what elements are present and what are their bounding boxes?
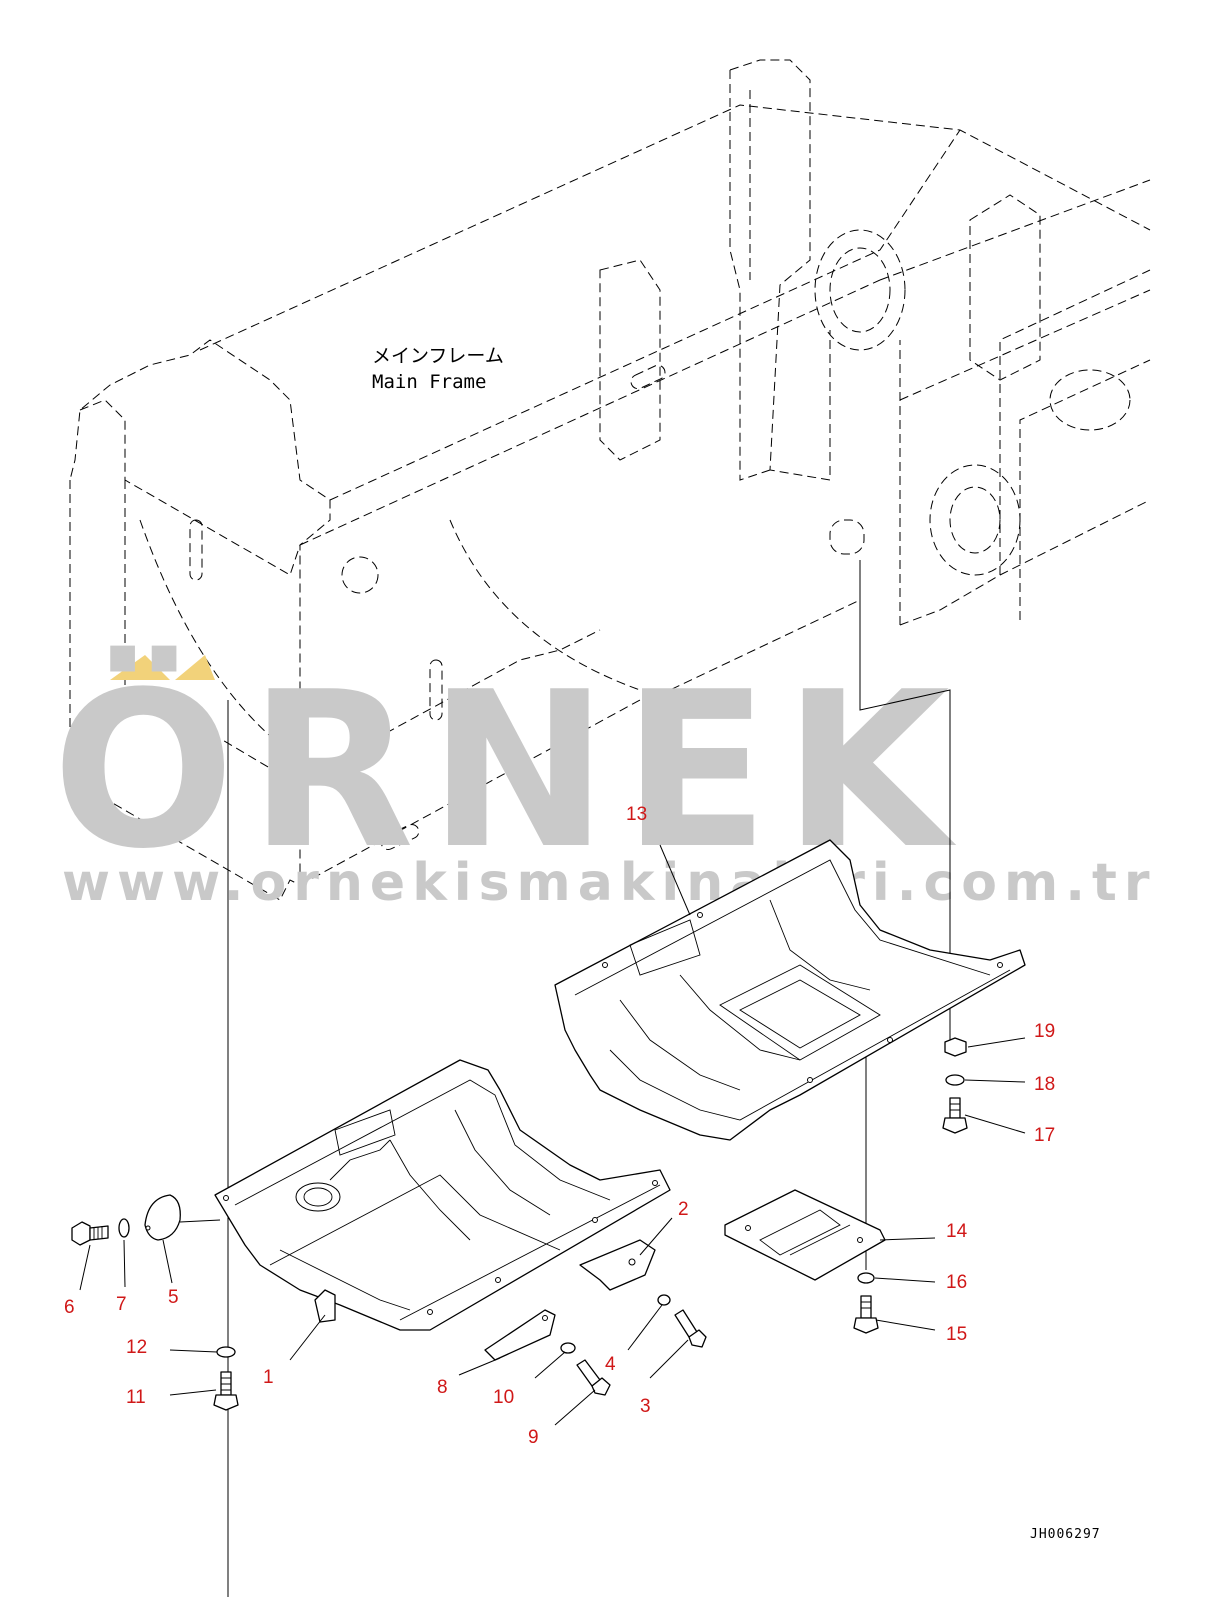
washer-16 xyxy=(857,1272,875,1284)
frame-label-english: Main Frame xyxy=(372,371,486,393)
bracket-plate xyxy=(484,1309,556,1361)
watermark: ÖRNEK www.ornekismakinalari.com.tr xyxy=(52,645,1156,913)
watermark-accent-left xyxy=(110,655,170,680)
bolt-3 xyxy=(674,1309,707,1348)
washer-7 xyxy=(118,1218,130,1238)
callout-16: 16 xyxy=(946,1272,967,1293)
bolt-9 xyxy=(576,1359,611,1396)
washer-10 xyxy=(560,1342,576,1354)
callout-9: 9 xyxy=(528,1427,539,1448)
watermark-accent-right xyxy=(175,655,215,680)
callout-6: 6 xyxy=(64,1297,75,1318)
washer-18 xyxy=(945,1074,965,1086)
frame-label-japanese: メインフレーム xyxy=(372,345,504,367)
callout-13: 13 xyxy=(626,804,647,825)
watermark-brand: ÖRNEK xyxy=(52,645,964,896)
washer-4 xyxy=(657,1294,671,1306)
callout-10: 10 xyxy=(493,1387,514,1408)
main-frame-outline xyxy=(69,59,1151,901)
callout-15: 15 xyxy=(946,1324,967,1345)
callout-3: 3 xyxy=(640,1396,651,1417)
callout-8: 8 xyxy=(437,1377,448,1398)
hardware xyxy=(71,1037,968,1411)
callout-12: 12 xyxy=(126,1337,147,1358)
callout-19: 19 xyxy=(1034,1021,1055,1042)
bolt-15 xyxy=(853,1295,879,1334)
callout-11: 11 xyxy=(126,1387,146,1408)
bolt-11 xyxy=(213,1371,239,1411)
callout-4: 4 xyxy=(605,1354,616,1375)
leader-lines xyxy=(79,844,1026,1426)
bolt-6 xyxy=(71,1221,109,1246)
nut-19 xyxy=(944,1037,967,1057)
under-guard-left xyxy=(214,1059,671,1331)
callout-5: 5 xyxy=(168,1287,179,1308)
callout-14: 14 xyxy=(946,1221,968,1242)
callout-2: 2 xyxy=(678,1199,689,1220)
callout-labels: 1 2 3 4 5 6 7 8 9 10 11 12 13 14 15 16 1… xyxy=(64,804,1055,1448)
under-guard-right xyxy=(554,839,1026,1141)
round-cover xyxy=(144,1194,181,1241)
document-id: JH006297 xyxy=(1030,1527,1101,1542)
watermark-url: www.ornekismakinalari.com.tr xyxy=(62,853,1156,913)
callout-7: 7 xyxy=(116,1294,127,1315)
callout-18: 18 xyxy=(1034,1074,1055,1095)
cover-plate xyxy=(724,1189,886,1281)
callout-17: 17 xyxy=(1034,1125,1055,1146)
small-cover xyxy=(579,1239,656,1291)
washer-12 xyxy=(216,1346,236,1358)
callout-1: 1 xyxy=(263,1367,274,1388)
bolt-17 xyxy=(942,1097,968,1134)
